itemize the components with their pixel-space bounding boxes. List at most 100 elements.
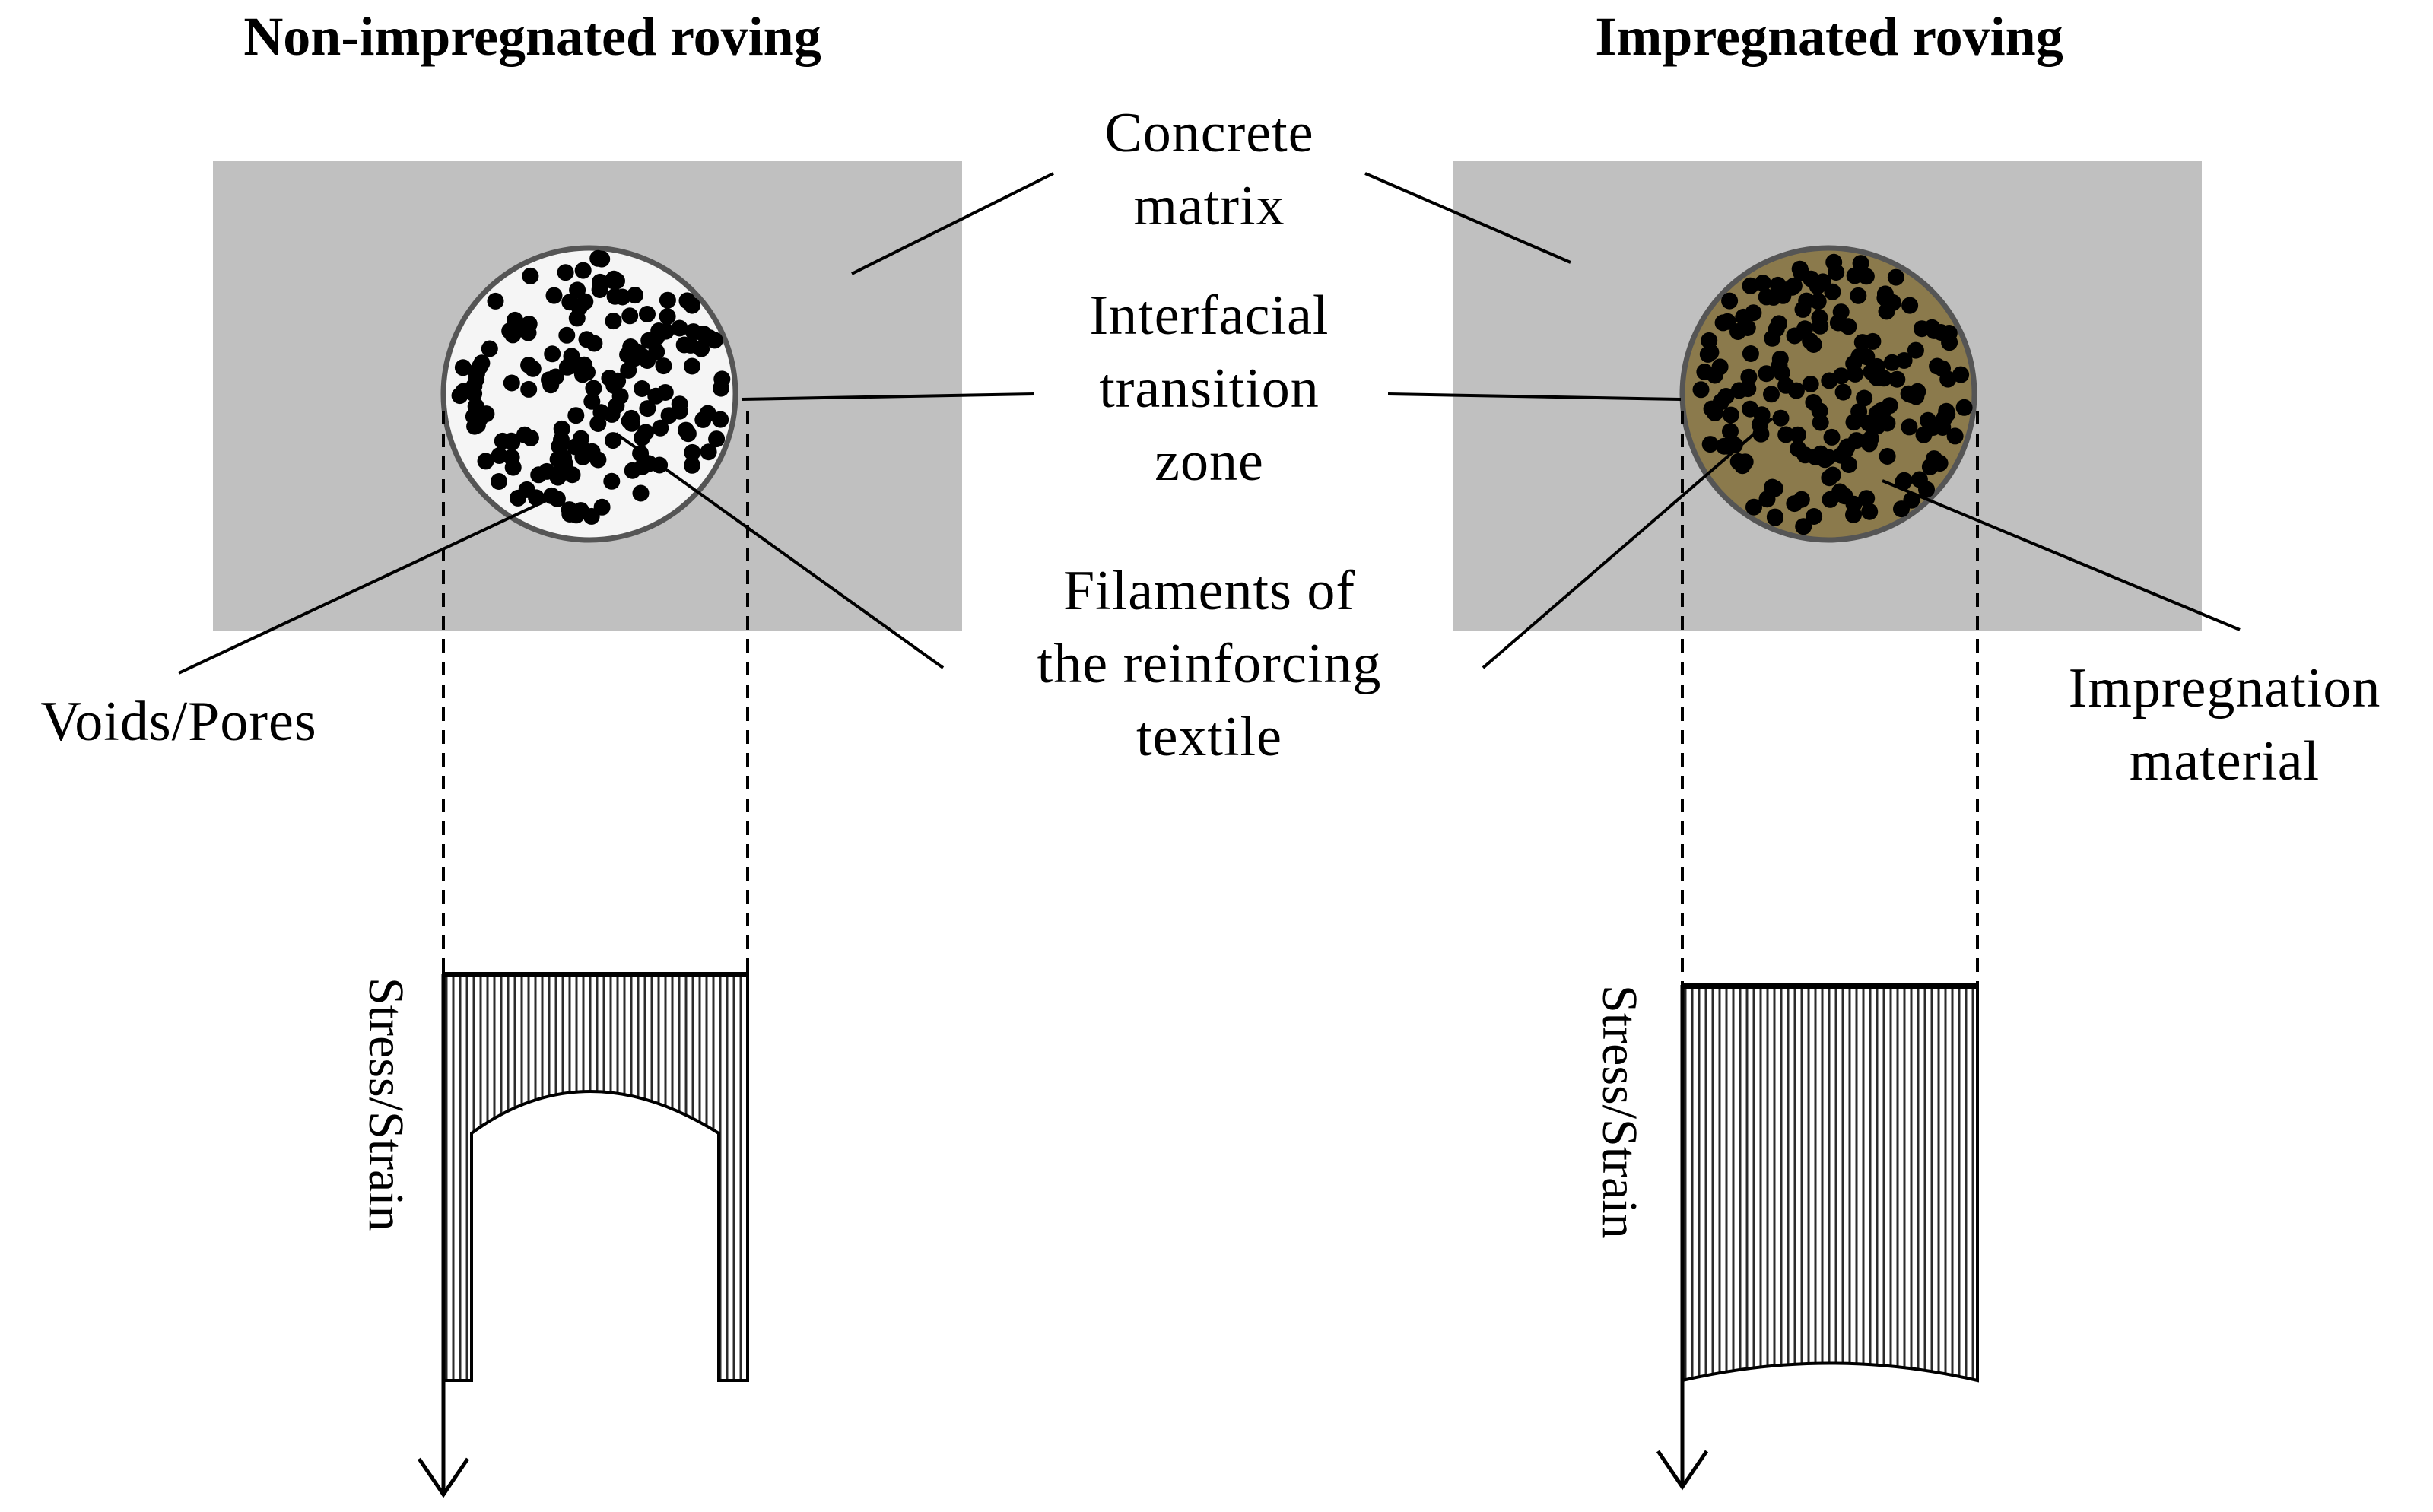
filament-dot — [1833, 367, 1850, 385]
filament-dot — [472, 410, 489, 427]
leader-itz-right — [1387, 392, 1682, 401]
filament-dot — [1787, 382, 1805, 399]
filament-dot — [574, 262, 592, 279]
filament-dot — [1876, 289, 1894, 307]
arrow-right-head — [1656, 1450, 1709, 1491]
filament-dot — [563, 357, 580, 374]
filament-dot — [1771, 357, 1788, 374]
filament-dot — [1771, 315, 1787, 332]
filament-dot — [1742, 277, 1759, 294]
filament-dot — [1764, 478, 1781, 496]
filament-dot — [1716, 437, 1733, 455]
filament-dot — [1841, 456, 1857, 473]
filament-dot — [647, 387, 665, 405]
filament-dot — [671, 319, 688, 337]
label-voids-line-1: Voids/Pores — [40, 691, 317, 753]
filament-dot — [503, 432, 520, 449]
filament-dot — [1703, 400, 1720, 418]
filament-dot — [1783, 278, 1801, 296]
filament-dot — [491, 447, 508, 464]
filament-dot — [1795, 518, 1812, 535]
label-filaments-line-1: Filaments of — [1062, 560, 1356, 622]
leader-itz-left — [741, 392, 1035, 401]
filament-dot — [1809, 293, 1827, 310]
filament-dot — [1909, 383, 1926, 400]
filament-dot — [1845, 355, 1863, 373]
filament-dot — [1901, 418, 1918, 436]
filament-dot — [619, 346, 637, 364]
filament-dot — [530, 466, 548, 484]
filament-dot — [1893, 500, 1910, 518]
filament-dot — [1856, 389, 1873, 407]
filament-dot — [603, 472, 621, 490]
leader-concrete-right — [1364, 172, 1571, 264]
filament-dot — [519, 324, 537, 341]
label-itz-line-2: transition — [1099, 357, 1320, 420]
filament-dot — [1941, 334, 1958, 351]
filament-dot — [1763, 386, 1780, 403]
filament-dot — [1939, 405, 1956, 423]
filament-dot — [1758, 365, 1775, 383]
filament-dot — [684, 357, 700, 375]
filament-dot — [660, 407, 678, 424]
filament-dot — [1955, 399, 1973, 416]
filament-dot — [593, 498, 611, 516]
filament-dot — [1846, 267, 1863, 284]
filament-dot — [659, 291, 676, 309]
filament-dot — [1745, 498, 1762, 516]
filament-dot — [1888, 370, 1906, 388]
filament-dot — [1861, 503, 1879, 520]
filament-dot — [614, 288, 631, 306]
label-concrete-line-2: matrix — [1133, 175, 1285, 237]
label-impregnation-line-1: Impregnation — [2068, 657, 2381, 719]
filament-dot — [589, 249, 607, 267]
filament-dot — [553, 431, 570, 449]
filament-dot — [1706, 367, 1723, 384]
leader-filaments-left — [615, 432, 945, 669]
filament-dot — [1952, 366, 1970, 383]
filament-dot — [1921, 458, 1939, 475]
roving-right-boundary — [1679, 245, 1977, 543]
filament-dot — [627, 287, 643, 304]
filament-dot — [520, 380, 538, 398]
filament-dot — [1845, 495, 1863, 513]
filament-dot — [1850, 287, 1867, 304]
filament-dot — [679, 425, 697, 443]
filament-dot — [589, 415, 607, 432]
label-impregnation-line-2: material — [2129, 730, 2320, 793]
filament-dot — [1791, 260, 1809, 278]
filament-dot — [553, 457, 570, 475]
filament-dot — [1872, 402, 1889, 419]
filament-dot — [548, 491, 566, 507]
filament-dot — [570, 299, 588, 316]
filament-dot — [706, 332, 723, 349]
filament-dot — [655, 357, 672, 375]
filament-dot — [634, 380, 651, 397]
filament-dot — [1798, 292, 1815, 310]
filament-dot — [572, 430, 589, 447]
filament-dot — [1833, 485, 1850, 503]
filament-dot — [507, 311, 524, 329]
filament-dot — [491, 473, 507, 490]
filament-dot — [675, 336, 693, 354]
filament-dot — [561, 501, 578, 519]
filament-dot — [1793, 491, 1810, 508]
filament-dot — [481, 340, 498, 357]
filaments-right — [1692, 253, 1973, 535]
filament-dot — [1852, 255, 1869, 272]
axis-arrows — [417, 974, 1709, 1498]
filament-dot — [586, 335, 603, 352]
heading-right: Impregnated roving — [1595, 6, 2063, 67]
filament-dot — [455, 383, 472, 400]
filament-dot — [1907, 341, 1924, 359]
filament-dot — [1721, 292, 1739, 310]
leader-filaments-right — [1482, 417, 1774, 669]
filament-dot — [700, 443, 717, 461]
filament-dot — [652, 419, 669, 437]
filament-dot — [1745, 304, 1762, 322]
filament-dot — [684, 443, 701, 461]
leader-voids — [178, 497, 552, 675]
filament-dot — [637, 424, 654, 441]
filament-dot — [473, 354, 491, 372]
filament-dot — [1901, 297, 1919, 314]
